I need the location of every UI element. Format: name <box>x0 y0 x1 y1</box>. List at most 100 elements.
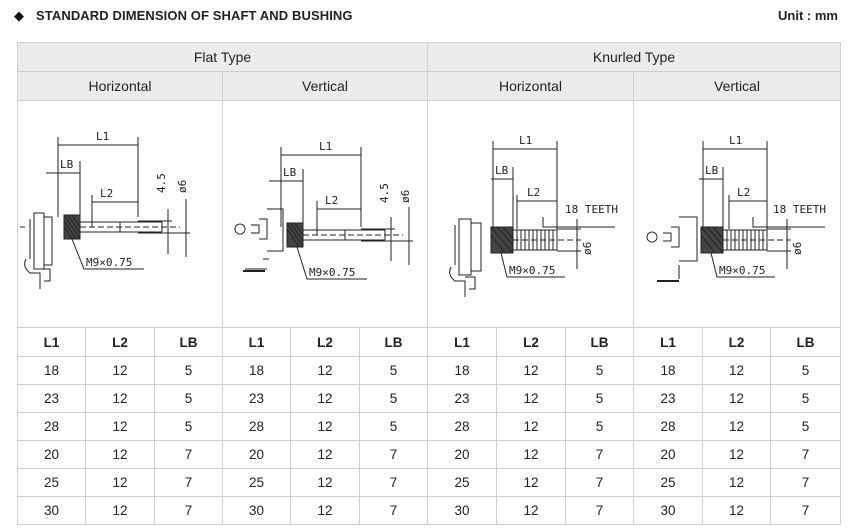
subgroup-knurled-horizontal: Horizontal <box>427 71 635 101</box>
label-thread: M9×0.75 <box>309 266 355 279</box>
subgroup-knurled-vertical: Vertical <box>633 71 842 101</box>
section-title: STANDARD DIMENSION OF SHAFT AND BUSHING <box>36 8 353 23</box>
drawing-flat-vertical: L1 LB L2 4.5 <box>221 100 429 328</box>
table-cell: 23 <box>222 384 291 413</box>
table-cell: 5 <box>154 412 223 441</box>
table-cell: 7 <box>770 468 842 497</box>
table-cell: 5 <box>358 412 429 441</box>
table-cell: 18 <box>633 356 704 385</box>
col-header-lb: LB <box>770 327 842 357</box>
label-teeth: 18 TEETH <box>565 203 618 216</box>
table-cell: 5 <box>154 384 223 413</box>
table-cell: 7 <box>770 440 842 469</box>
table-cell: 7 <box>565 468 635 497</box>
label-thread: M9×0.75 <box>509 264 555 277</box>
table-cell: 23 <box>17 384 86 413</box>
table-cell: 7 <box>154 468 223 497</box>
table-cell: 12 <box>496 412 567 441</box>
table-cell: 30 <box>633 496 704 525</box>
table-cell: 12 <box>85 440 155 469</box>
table-cell: 12 <box>702 440 772 469</box>
col-header-l1: L1 <box>427 327 498 357</box>
col-header-l2: L2 <box>702 327 772 357</box>
subgroup-flat-horizontal: Horizontal <box>17 71 223 101</box>
shaft-drawing-flat-vertical: L1 LB L2 4.5 <box>234 140 413 280</box>
table-cell: 25 <box>222 468 291 497</box>
table-cell: 25 <box>17 468 86 497</box>
label-l1: L1 <box>96 130 109 143</box>
table-cell: 7 <box>565 496 635 525</box>
table-cell: 18 <box>222 356 291 385</box>
drawing-knurled-vertical: L1 LB L2 18 TEETH ø6 <box>633 100 842 328</box>
table-cell: 28 <box>17 412 86 441</box>
table-cell: 12 <box>290 468 360 497</box>
table-cell: 5 <box>154 356 223 385</box>
table-cell: 20 <box>633 440 704 469</box>
col-header-l2: L2 <box>290 327 360 357</box>
diamond-bullet-icon: ◆ <box>14 8 24 23</box>
drawing-knurled-horizontal: L1 LB L2 18 TEETH ø6 <box>427 100 635 328</box>
label-l2: L2 <box>737 186 750 199</box>
table-cell: 7 <box>154 496 223 525</box>
table-cell: 12 <box>702 496 772 525</box>
table-cell: 7 <box>358 468 429 497</box>
table-cell: 12 <box>85 412 155 441</box>
table-cell: 12 <box>496 356 567 385</box>
label-thread: M9×0.75 <box>86 256 132 269</box>
table-cell: 5 <box>565 356 635 385</box>
label-phi6: ø6 <box>581 242 594 255</box>
table-cell: 7 <box>358 440 429 469</box>
subgroup-flat-vertical: Vertical <box>221 71 429 101</box>
table-cell: 20 <box>222 440 291 469</box>
table-cell: 12 <box>85 356 155 385</box>
col-header-lb: LB <box>358 327 429 357</box>
table-cell: 30 <box>17 496 86 525</box>
table-cell: 5 <box>565 384 635 413</box>
table-cell: 30 <box>222 496 291 525</box>
dimension-table: Flat Type Knurled Type Horizontal Vertic… <box>16 42 842 525</box>
table-cell: 18 <box>427 356 498 385</box>
table-cell: 12 <box>496 384 567 413</box>
table-cell: 12 <box>702 384 772 413</box>
shaft-drawing-knurled-vertical: L1 LB L2 18 TEETH ø6 <box>646 134 826 282</box>
table-cell: 12 <box>85 496 155 525</box>
label-l1: L1 <box>729 134 742 147</box>
label-4-5: 4.5 <box>155 173 168 193</box>
table-cell: 23 <box>427 384 498 413</box>
table-cell: 20 <box>427 440 498 469</box>
group-flat-type: Flat Type <box>16 42 429 72</box>
table-cell: 5 <box>358 356 429 385</box>
table-cell: 25 <box>427 468 498 497</box>
table-cell: 20 <box>17 440 86 469</box>
table-cell: 5 <box>770 384 842 413</box>
table-cell: 12 <box>290 412 360 441</box>
table-cell: 12 <box>290 384 360 413</box>
label-thread: M9×0.75 <box>719 264 765 277</box>
table-cell: 12 <box>290 356 360 385</box>
column-header-row: L1 L2 LB L1 L2 LB L1 L2 LB L1 L2 LB <box>17 327 842 357</box>
table-cell: 25 <box>633 468 704 497</box>
table-cell: 28 <box>633 412 704 441</box>
table-cell: 12 <box>702 412 772 441</box>
table-cell: 5 <box>358 384 429 413</box>
label-phi6: ø6 <box>399 190 412 203</box>
col-header-l1: L1 <box>222 327 291 357</box>
shaft-drawing-flat-horizontal: L1 LB L2 4.5 <box>20 130 190 289</box>
label-4-5: 4.5 <box>378 183 391 203</box>
table-cell: 5 <box>565 412 635 441</box>
table-cell: 28 <box>222 412 291 441</box>
table-cell: 7 <box>565 440 635 469</box>
unit-label: Unit : mm <box>778 8 838 23</box>
label-lb: LB <box>705 164 719 177</box>
table-cell: 12 <box>290 496 360 525</box>
col-header-l1: L1 <box>17 327 86 357</box>
label-l2: L2 <box>100 187 113 200</box>
table-cell: 5 <box>770 356 842 385</box>
label-lb: LB <box>495 164 509 177</box>
